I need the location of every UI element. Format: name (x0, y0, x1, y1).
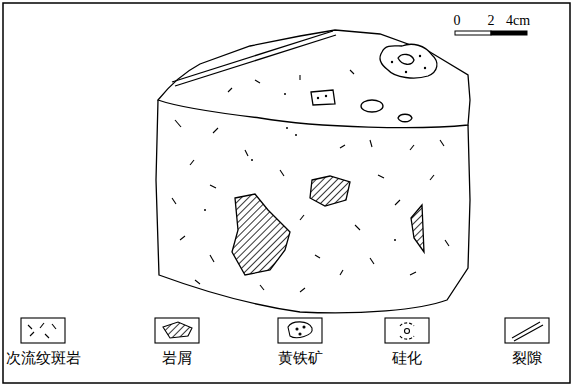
legend-swatches (21, 318, 549, 343)
fracture-swatch (505, 318, 549, 343)
scale-bar (455, 31, 527, 35)
scale-label: 4cm (506, 13, 530, 28)
core-sample (156, 30, 470, 313)
scale-label: 2 (488, 13, 495, 28)
legend-label: 硅化 (392, 350, 422, 367)
frame (3, 3, 570, 383)
pyrite-dots (204, 55, 426, 241)
legend-label: 黄铁矿 (278, 350, 323, 367)
silicification-swatch (385, 318, 429, 343)
debris-swatch (155, 318, 199, 343)
scale-label: 0 (454, 13, 461, 28)
legend-label: 裂隙 (512, 350, 542, 367)
legend-label: 次流纹斑岩 (6, 350, 81, 367)
porphyry-swatch (21, 318, 65, 343)
porphyry-texture (172, 70, 449, 292)
pyrite-swatch (278, 318, 322, 343)
legend-label: 岩屑 (162, 350, 192, 367)
